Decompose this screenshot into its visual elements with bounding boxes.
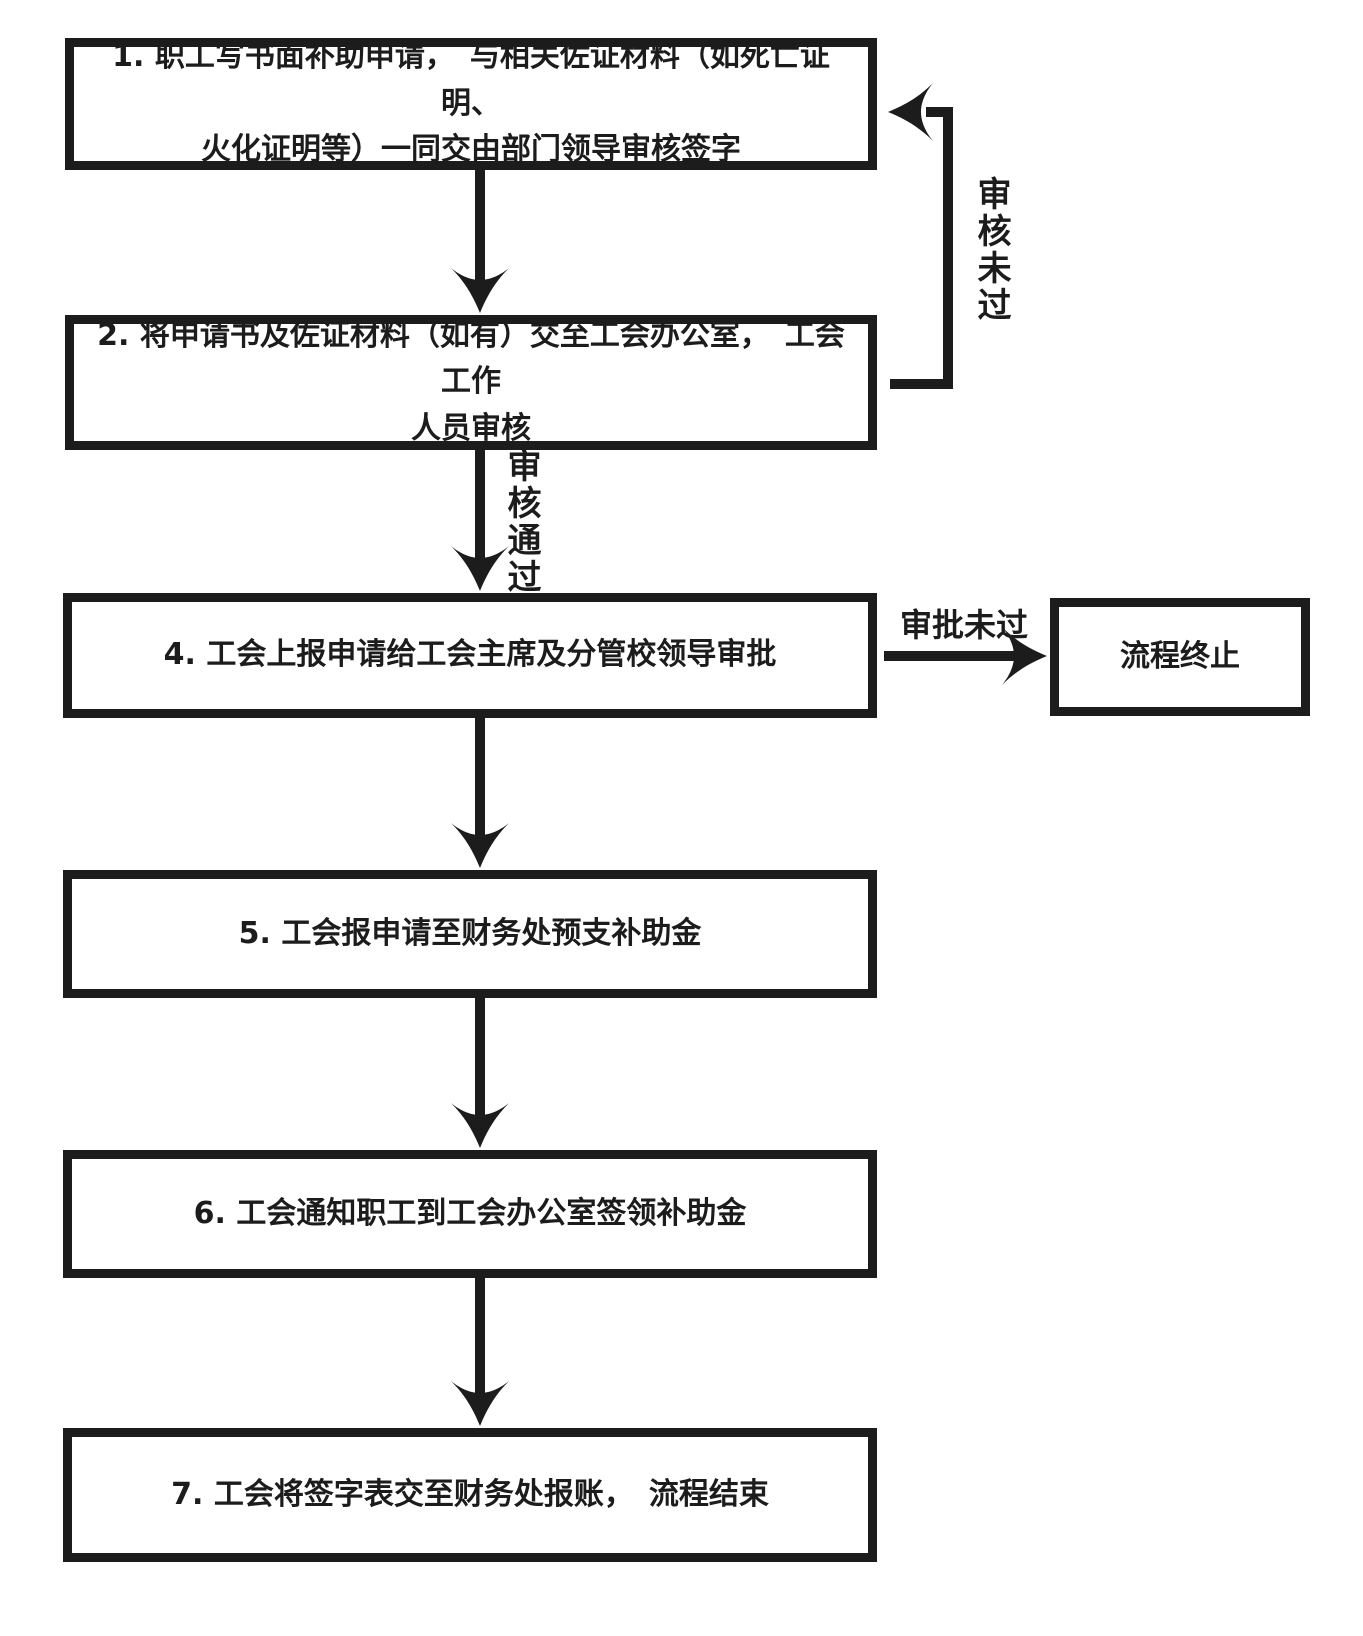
arrow-review-fail-loop-shaft [890, 107, 953, 389]
flow-step-1-label: 1. 职工写书面补助申请， 与相关佐证材料（如死亡证明、 火化证明等）一同交由部… [112, 39, 830, 168]
flow-step-7-box: 7. 工会将签字表交至财务处报账， 流程结束 [63, 1428, 877, 1562]
flow-step-5-label: 5. 工会报申请至财务处预支补助金 [238, 915, 702, 951]
edge-label-approval-fail: 审批未过 [899, 606, 1028, 644]
flow-step-1-box: 1. 职工写书面补助申请， 与相关佐证材料（如死亡证明、 火化证明等）一同交由部… [65, 38, 877, 170]
flow-terminate-box: 流程终止 [1050, 598, 1310, 716]
flow-step-7-label: 7. 工会将签字表交至财务处报账， 流程结束 [171, 1476, 769, 1512]
flow-terminate-label: 流程终止 [1120, 638, 1240, 674]
flow-step-2-box: 2. 将申请书及佐证材料（如有）交至工会办公室， 工会工作 人员审核 [65, 315, 877, 450]
flow-step-6-label: 6. 工会通知职工到工会办公室签领补助金 [193, 1195, 747, 1231]
flow-step-4-box: 4. 工会上报申请给工会主席及分管校领导审批 [63, 593, 877, 718]
flow-step-2-label: 2. 将申请书及佐证材料（如有）交至工会办公室， 工会工作 人员审核 [97, 317, 845, 446]
flow-step-6-box: 6. 工会通知职工到工会办公室签领补助金 [63, 1150, 877, 1278]
flow-step-4-label: 4. 工会上报申请给工会主席及分管校领导审批 [163, 637, 777, 673]
edge-label-review-pass: 审核通过 [501, 448, 541, 596]
edge-label-review-fail: 审核未过 [971, 176, 1011, 324]
flow-step-5-box: 5. 工会报申请至财务处预支补助金 [63, 870, 877, 998]
